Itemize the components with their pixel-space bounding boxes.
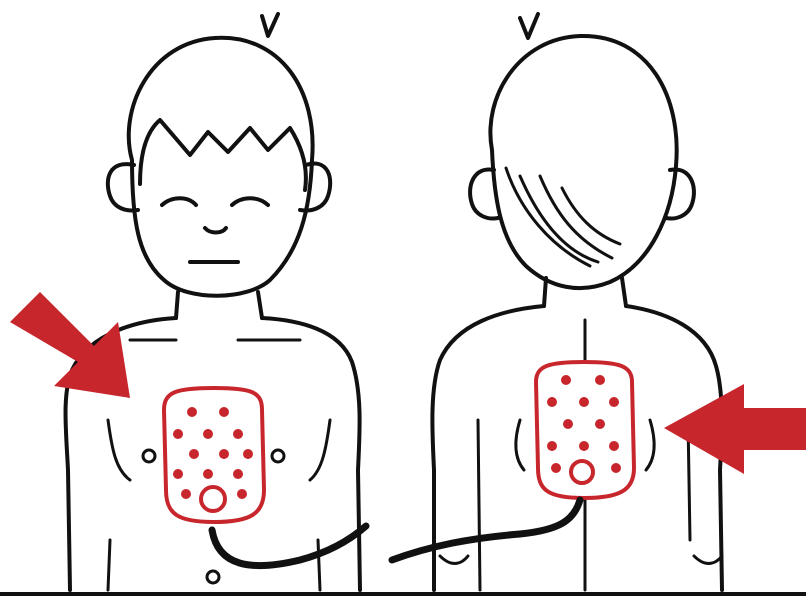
- bottom-baseline: [0, 592, 806, 596]
- back-left-arm-inner: [478, 420, 480, 590]
- front-right-arm-inner: [310, 420, 330, 480]
- front-hair-tuft: [262, 14, 278, 36]
- front-left-waist: [108, 540, 110, 590]
- front-left-nipple: [143, 450, 155, 462]
- front-neck-left: [176, 292, 178, 318]
- back-right-elbow: [694, 556, 722, 564]
- back-left-elbow: [440, 556, 468, 564]
- back-pad: [536, 362, 634, 498]
- front-left-eye: [162, 198, 196, 205]
- back-left-shoulder-blade: [516, 420, 524, 470]
- back-neck-right: [622, 278, 626, 306]
- back-pad-connector: [571, 461, 593, 483]
- front-head: [129, 38, 313, 296]
- front-pad-connector: [201, 487, 225, 511]
- arrow-down-right-icon: [10, 292, 130, 398]
- back-hair-strand-4: [562, 188, 620, 244]
- front-chest-pad: [164, 388, 264, 522]
- arrow-left-icon: [664, 384, 806, 474]
- front-right-eye: [232, 198, 268, 205]
- front-pad-cable: [212, 526, 366, 566]
- front-right-shoulder-arm: [262, 318, 360, 590]
- back-right-shoulder-blade: [646, 420, 654, 470]
- front-hair-fringe: [140, 120, 306, 190]
- back-hair-strand-3: [540, 176, 612, 258]
- back-hair-tuft: [520, 14, 538, 38]
- front-right-waist: [318, 540, 320, 590]
- front-neck-right: [258, 292, 262, 318]
- back-neck-left: [544, 278, 546, 306]
- front-left-arm-inner: [108, 420, 130, 480]
- back-head: [490, 36, 676, 288]
- front-right-nipple: [272, 450, 284, 462]
- front-navel: [207, 571, 219, 583]
- back-pad-cable: [392, 500, 580, 560]
- front-nose: [205, 228, 226, 233]
